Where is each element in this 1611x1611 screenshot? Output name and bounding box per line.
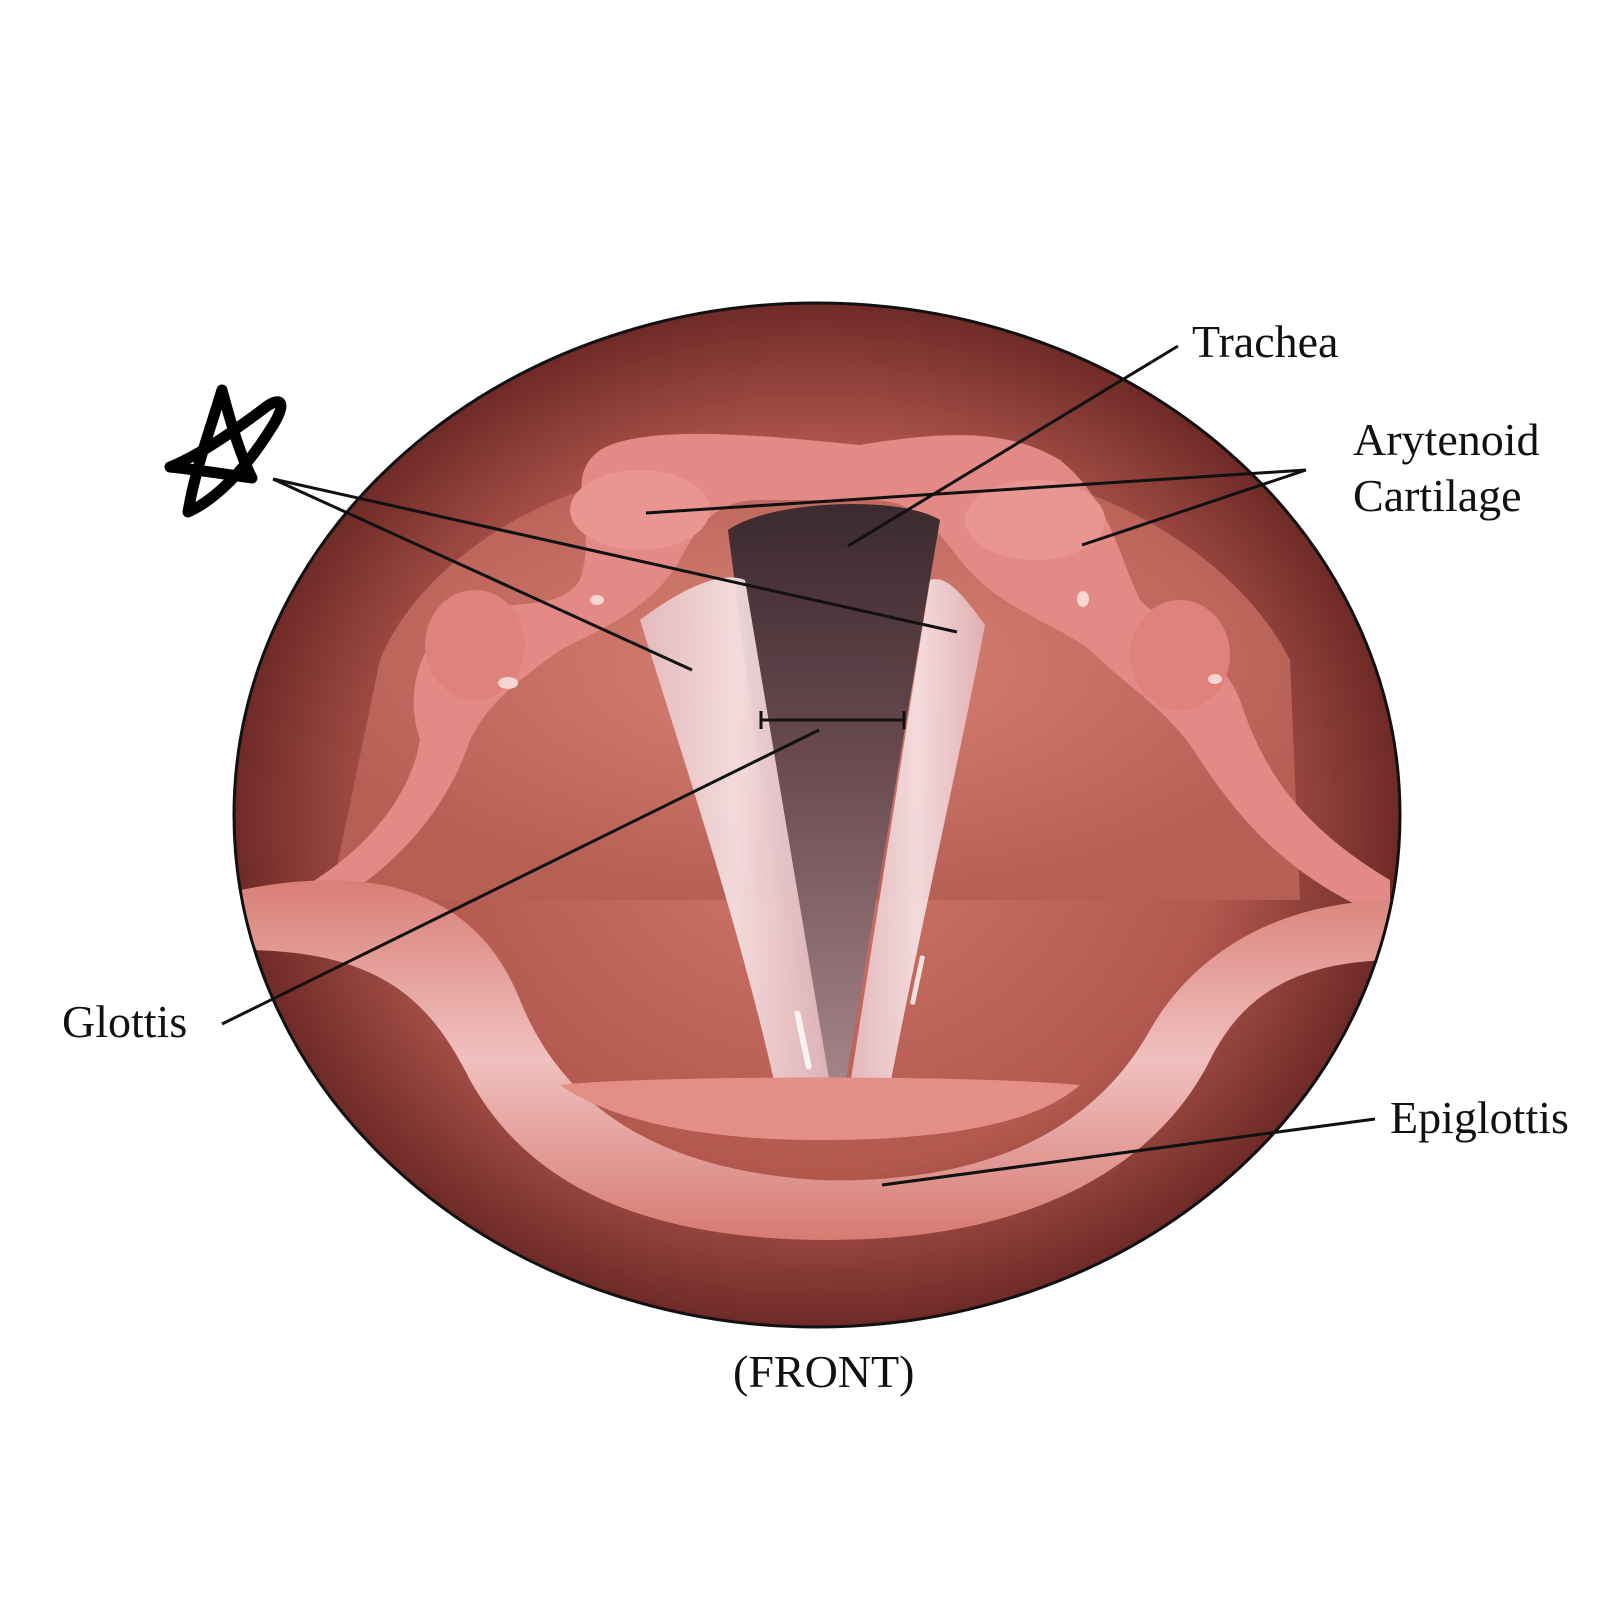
arytenoid-left-bulge bbox=[425, 590, 525, 700]
label-arytenoid-line2: Cartilage bbox=[1353, 470, 1522, 521]
highlight bbox=[1077, 591, 1089, 607]
leader-lines bbox=[221, 344, 1376, 1187]
arytenoid-right-top bbox=[965, 480, 1105, 560]
oval-outline bbox=[232, 301, 1402, 1329]
epiglottis-lip bbox=[560, 1077, 1080, 1140]
airway-opening bbox=[728, 503, 940, 1085]
arytenoid-cartilage-shape bbox=[280, 433, 1390, 930]
vocal-cord-leader-left bbox=[272, 477, 693, 672]
label-arytenoid-line1: Arytenoid bbox=[1353, 414, 1540, 465]
arytenoid-leader-left bbox=[645, 468, 1307, 515]
arytenoid-right-bulge bbox=[1130, 600, 1230, 710]
highlight bbox=[794, 1010, 812, 1070]
arytenoid-leader-right bbox=[1081, 468, 1307, 547]
larynx-illustration: © 2018 Alexander R Adams All Rights Rese… bbox=[232, 301, 1402, 1329]
label-front: (FRONT) bbox=[733, 1346, 914, 1397]
vocal-cord-right bbox=[850, 579, 985, 1085]
arytenoid-left-top bbox=[570, 470, 710, 550]
label-glottis: Glottis bbox=[62, 996, 187, 1047]
vocal-cord-left bbox=[640, 577, 830, 1085]
epiglottis-leader bbox=[881, 1117, 1376, 1187]
highlight bbox=[590, 595, 604, 605]
label-epiglottis: Epiglottis bbox=[1390, 1092, 1569, 1143]
highlight bbox=[1208, 674, 1222, 684]
epiglottis-shape bbox=[240, 880, 1400, 1240]
ink-squiggle-star-icon bbox=[164, 384, 287, 518]
glottis-measurement-bar bbox=[759, 711, 906, 729]
highlight bbox=[498, 677, 518, 689]
vocal-cord-leader-right bbox=[272, 477, 958, 634]
label-trachea: Trachea bbox=[1192, 316, 1338, 367]
glottis-leader bbox=[221, 728, 820, 1026]
highlight bbox=[910, 955, 925, 1005]
trachea-leader bbox=[847, 344, 1179, 548]
